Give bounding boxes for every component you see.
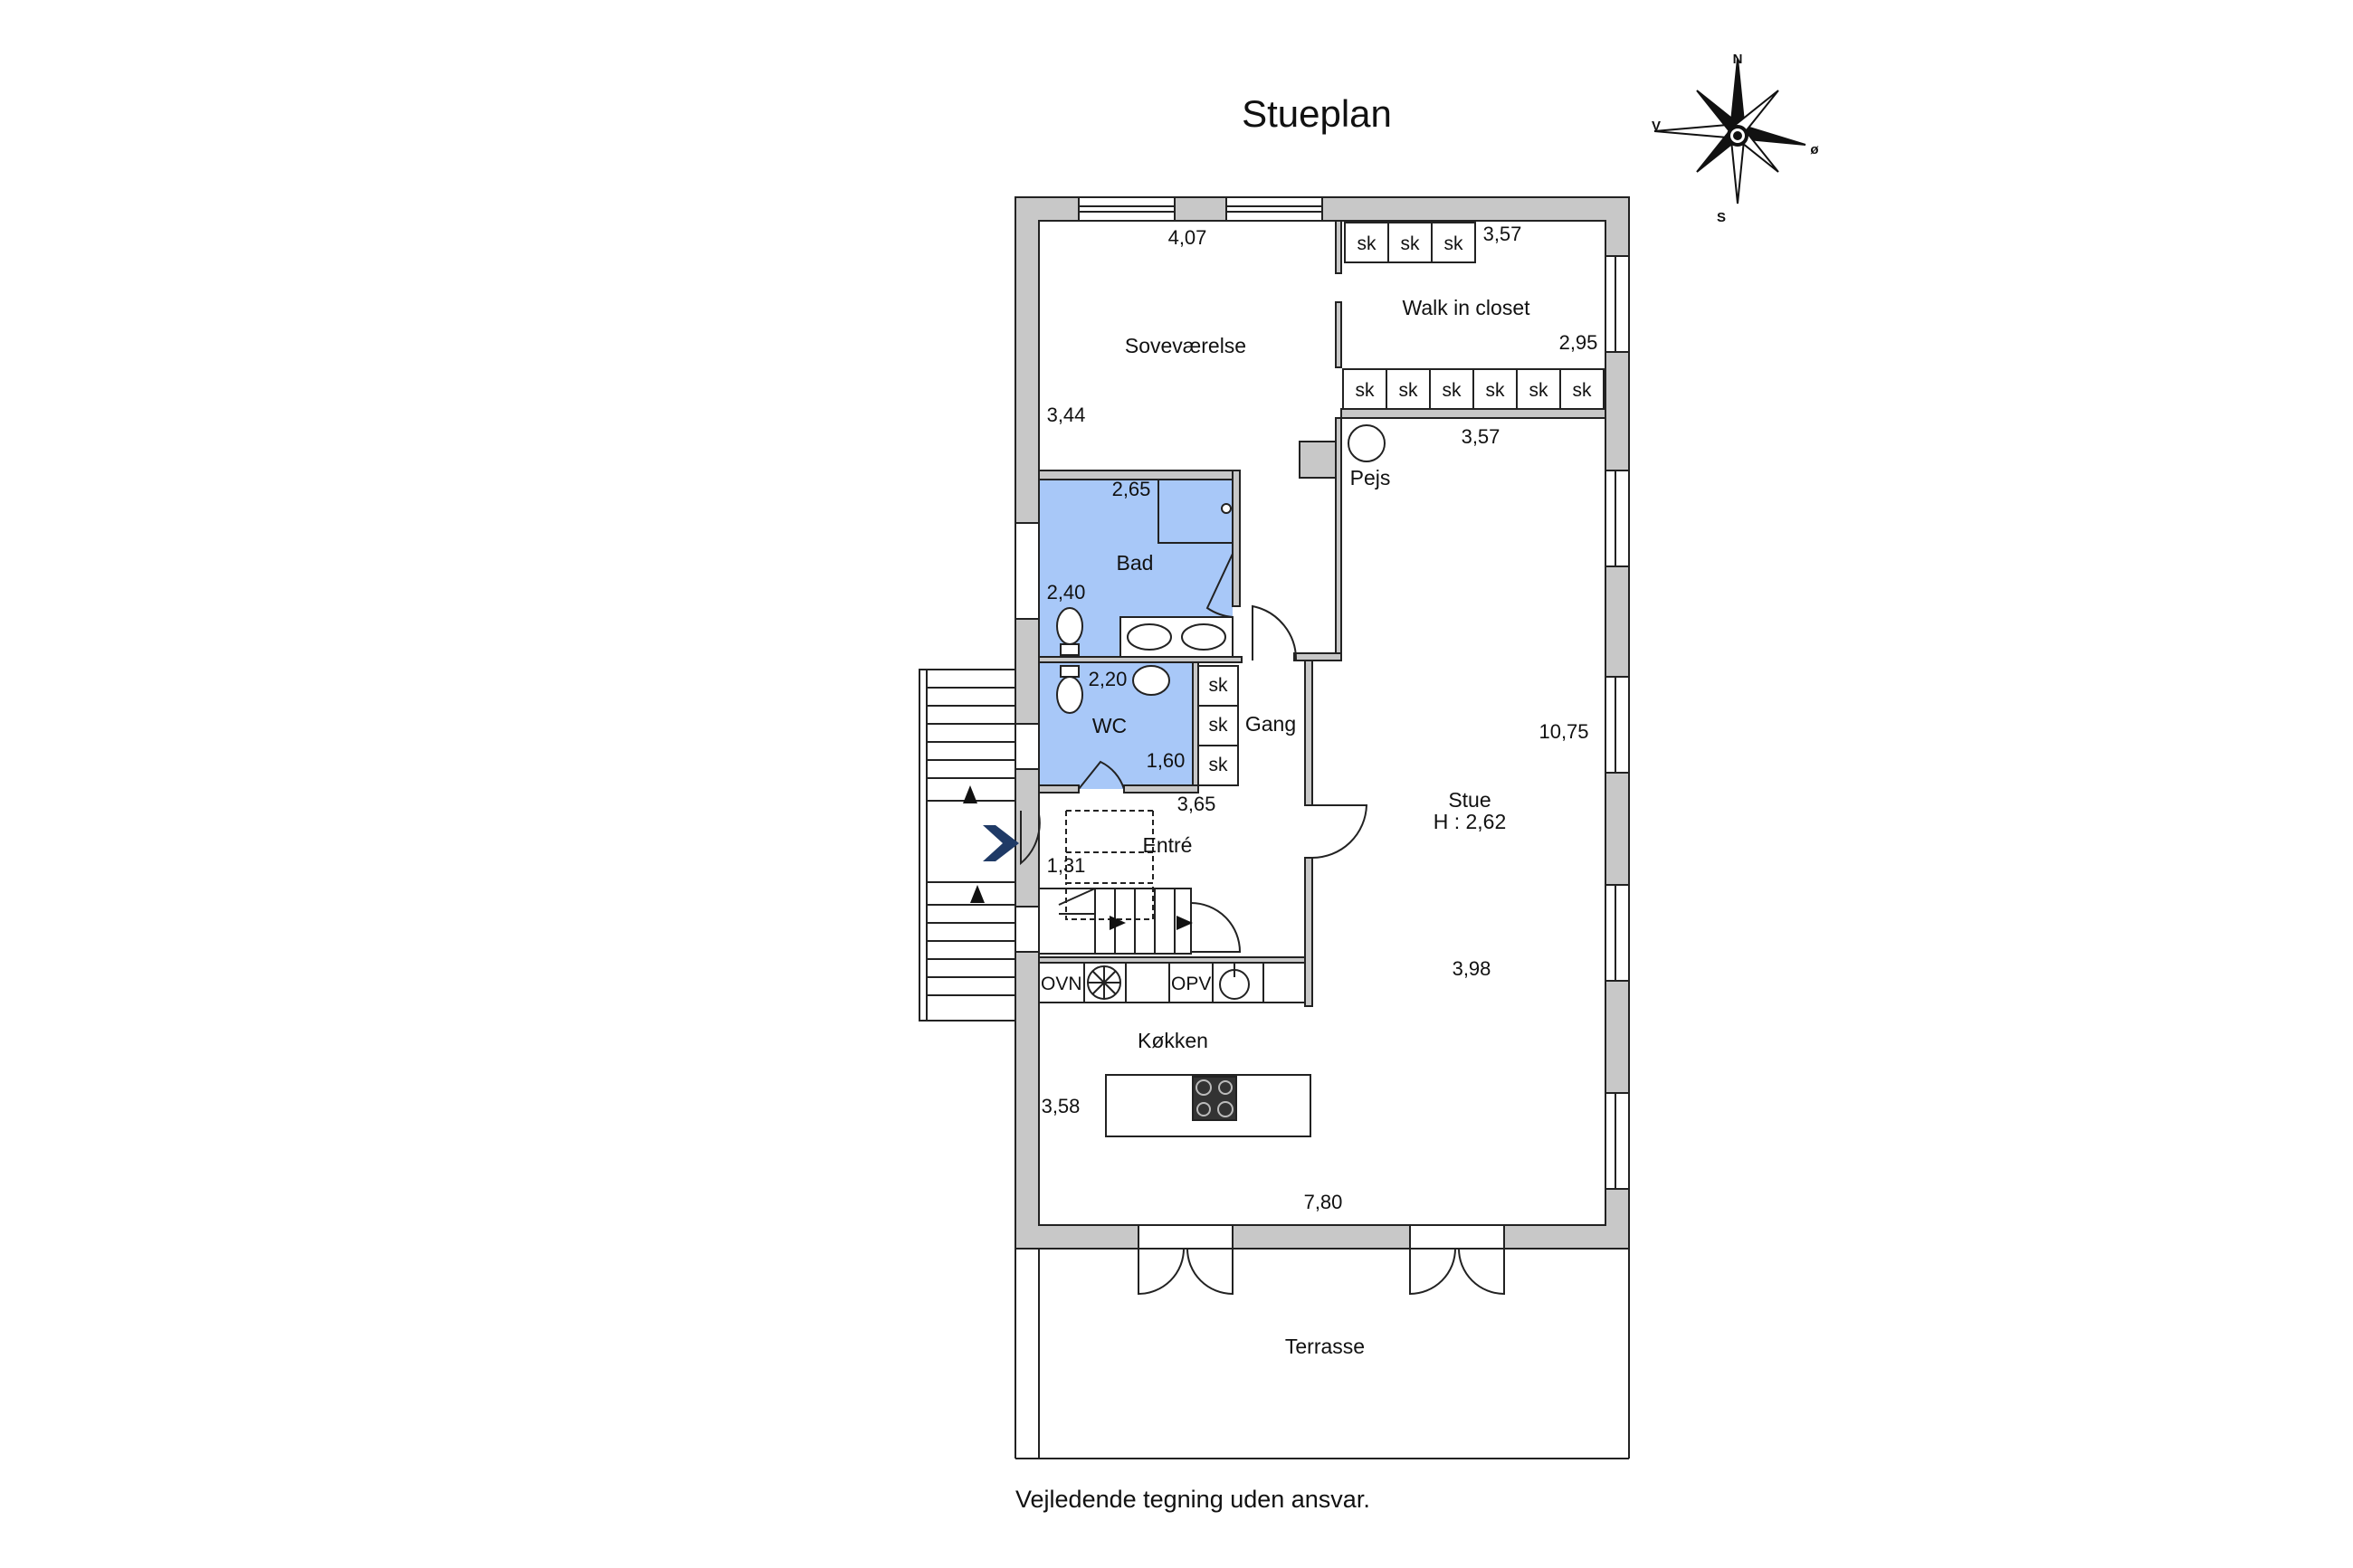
fireplace-icon	[1348, 424, 1386, 462]
room-label-walk-in-closet: Walk in closet	[1402, 296, 1530, 319]
compass-west: V	[1652, 119, 1661, 134]
room-label-wc: WC	[1092, 714, 1127, 737]
dimension-label: 3,58	[1042, 1095, 1081, 1117]
compass-south: S	[1717, 210, 1726, 225]
plan-title: Stueplan	[1242, 92, 1392, 135]
sk-label: sk	[1209, 715, 1229, 736]
wc-door-swing	[1078, 760, 1125, 790]
room-label-koekken: Køkken	[1138, 1029, 1208, 1052]
dimension-label: 3,98	[1453, 957, 1491, 980]
room-label-bad: Bad	[1117, 551, 1154, 575]
dimension-label: 2,20	[1089, 668, 1128, 690]
compass-east: ø	[1810, 142, 1819, 157]
dimension-label: 4,07	[1168, 226, 1207, 249]
sk-label: sk	[1209, 675, 1229, 696]
interior-walls	[1038, 220, 1606, 1007]
stair-arrow-icon	[1176, 916, 1193, 930]
terrace-outline	[1015, 1249, 1630, 1459]
sink-icon	[1219, 963, 1250, 1000]
sk-label: sk	[1401, 233, 1421, 254]
sk-label: sk	[1486, 380, 1506, 401]
sk-label: sk	[1399, 380, 1419, 401]
closet-shelves-bottom	[1342, 368, 1605, 410]
compass-icon	[1653, 58, 1806, 204]
compass-north: N	[1733, 52, 1743, 67]
disclaimer: Vejledende tegning uden ansvar.	[1015, 1486, 1370, 1513]
room-label-entre: Entré	[1143, 833, 1193, 857]
bad-door-swing	[1205, 553, 1234, 618]
interior-staircase	[1038, 810, 1242, 955]
terrace-doors	[1138, 1224, 1505, 1296]
windows-right	[1605, 255, 1630, 1190]
room-label-sovevaerelse: Soveværelse	[1125, 334, 1246, 357]
room-label-stue: Stue	[1448, 788, 1491, 812]
stair-arrow-icon	[970, 885, 985, 903]
dimension-label: 3,44	[1047, 404, 1086, 426]
windows-top	[1078, 196, 1323, 222]
stair-arrow-icon	[1110, 916, 1126, 930]
dimension-label: 2,95	[1559, 331, 1598, 354]
stue-door-swing	[1311, 804, 1368, 859]
sk-label: sk	[1444, 233, 1464, 254]
closet-shelves-top	[1344, 222, 1476, 263]
stair-arrow-icon	[963, 785, 977, 803]
sk-label: sk	[1573, 380, 1593, 401]
dimension-label: 2,65	[1112, 478, 1151, 500]
dimension-label: 1,60	[1147, 749, 1186, 772]
oven-fan-icon	[1087, 965, 1121, 1000]
dimension-label: 3,65	[1177, 793, 1216, 815]
dimension-label: 2,40	[1047, 581, 1086, 603]
room-label-terrasse: Terrasse	[1285, 1335, 1365, 1358]
entry-door-swing	[1020, 811, 1041, 866]
dimension-label: 3,57	[1462, 425, 1500, 448]
sk-label: sk	[1529, 380, 1549, 401]
gang-shelves	[1197, 665, 1239, 786]
dimension-label: 10,75	[1538, 720, 1588, 743]
dimension-label: 3,57	[1483, 223, 1522, 245]
sk-label: sk	[1443, 380, 1462, 401]
cooktop-icon	[1192, 1076, 1237, 1121]
room-label-gang: Gang	[1245, 712, 1296, 736]
sk-label: sk	[1356, 380, 1376, 401]
dimension-label: 7,80	[1304, 1191, 1343, 1213]
room-label-pejs: Pejs	[1350, 466, 1391, 489]
sk-label: sk	[1358, 233, 1377, 254]
windows-left	[1015, 522, 1040, 953]
sk-label: sk	[1209, 755, 1229, 775]
dimension-label: 1,31	[1047, 854, 1086, 877]
kitchen-counter	[1038, 962, 1306, 1003]
oven-label: OVN	[1041, 974, 1082, 994]
bathroom-fixtures	[1056, 480, 1234, 714]
gang-door-swing	[1252, 604, 1298, 661]
room-height-stue: H : 2,62	[1434, 810, 1507, 833]
dishwasher-label: OPV	[1171, 974, 1211, 994]
entry-arrow-icon	[983, 825, 1019, 861]
